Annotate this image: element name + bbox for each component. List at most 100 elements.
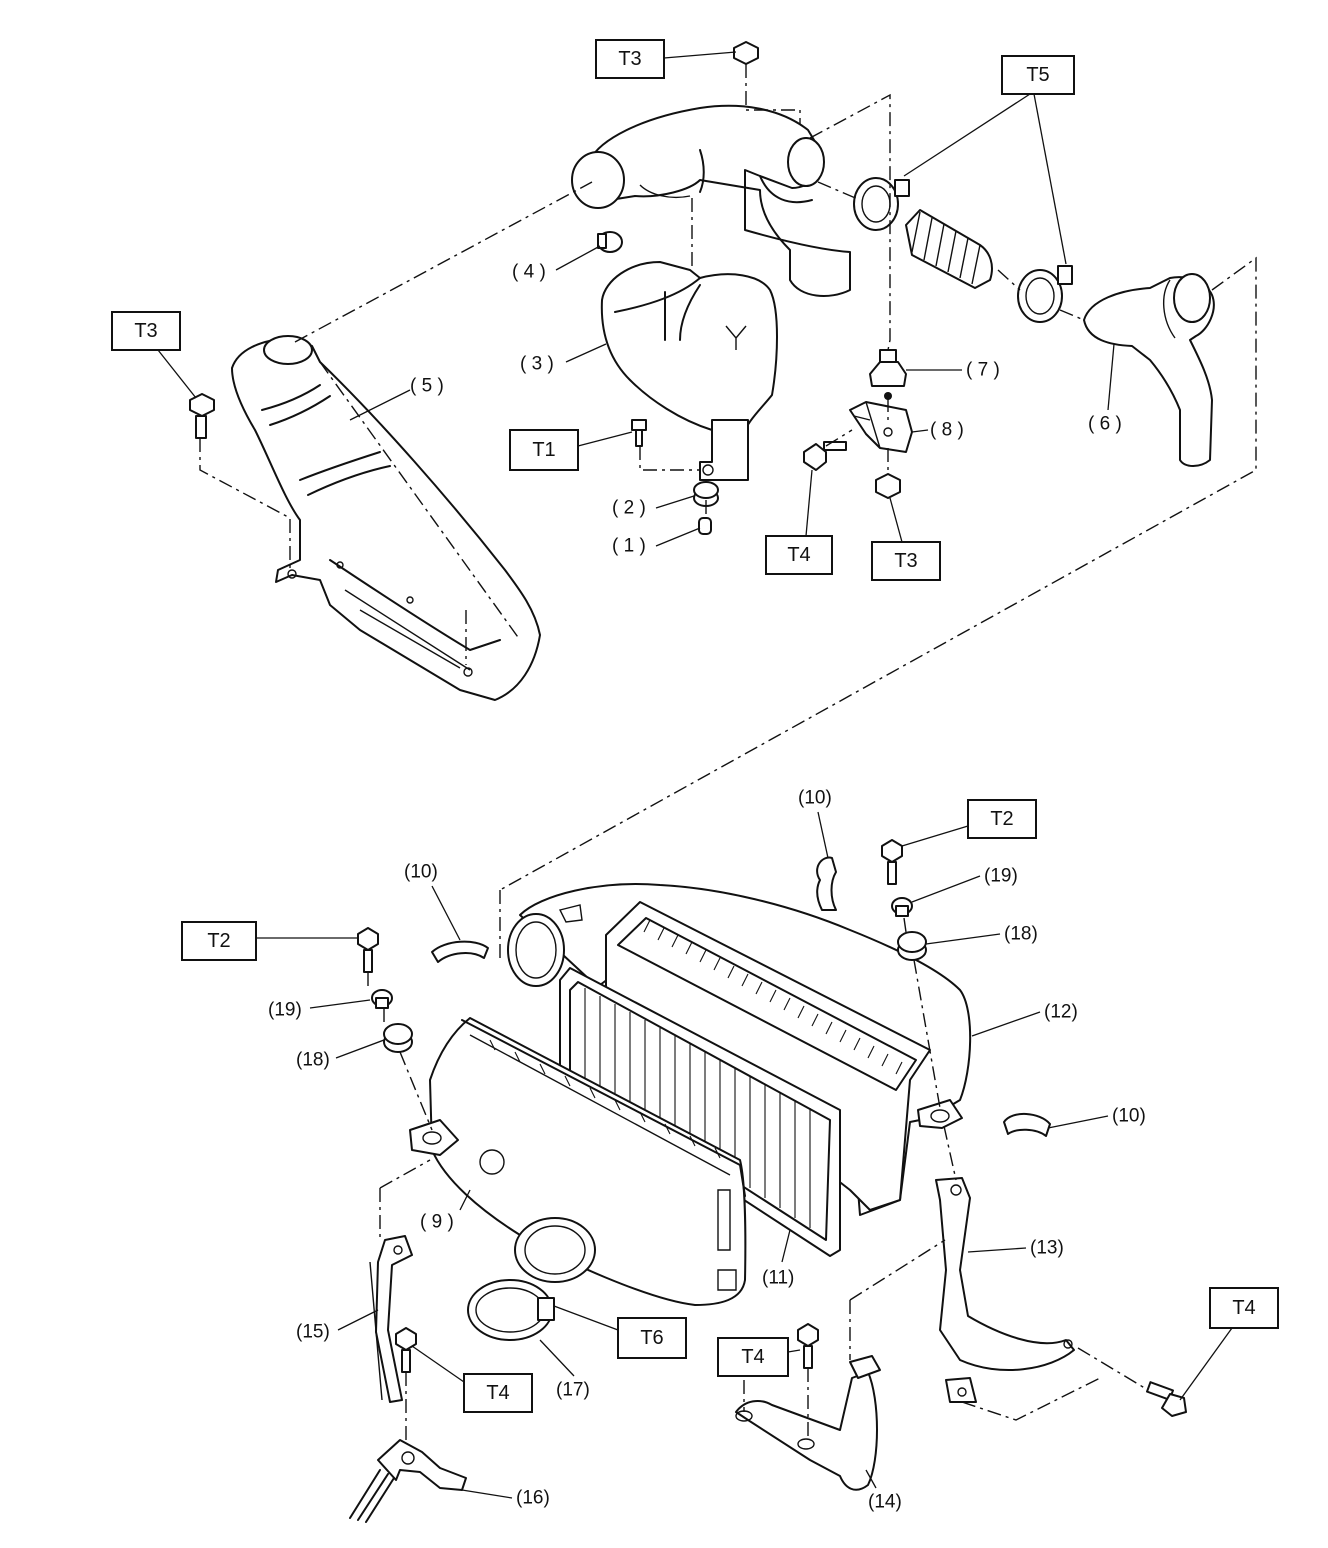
torque-t2-left: T2 xyxy=(181,921,257,961)
grommet-18-left xyxy=(383,1023,413,1053)
callout-5: ( 5 ) xyxy=(349,376,444,421)
svg-text:(11): (11) xyxy=(762,1268,794,1289)
svg-text:( 8 ): ( 8 ) xyxy=(930,420,964,441)
svg-text:(15): (15) xyxy=(296,1322,330,1343)
bolt-t4-mid xyxy=(803,441,847,471)
bracket-16 xyxy=(349,1439,467,1523)
air-cleaner-lower-case xyxy=(409,1017,747,1306)
svg-text:(10): (10) xyxy=(798,788,832,809)
svg-text:T4: T4 xyxy=(741,1346,764,1368)
resonator-chamber xyxy=(600,261,778,481)
svg-text:( 9 ): ( 9 ) xyxy=(420,1212,454,1233)
callout-8: ( 8 ) xyxy=(911,420,964,441)
callout-10a: (10) xyxy=(798,788,832,859)
nut-t3-top xyxy=(733,41,759,65)
svg-text:(18): (18) xyxy=(1004,924,1038,945)
air-duct-6 xyxy=(1083,273,1215,467)
svg-text:T4: T4 xyxy=(1232,1297,1255,1319)
callout-10c: (10) xyxy=(1047,1106,1146,1129)
svg-text:(10): (10) xyxy=(1112,1106,1146,1127)
svg-text:( 3 ): ( 3 ) xyxy=(520,354,554,375)
svg-text:T4: T4 xyxy=(787,544,810,566)
svg-text:(10): (10) xyxy=(404,862,438,883)
torque-t3-mid: T3 xyxy=(871,541,941,581)
svg-text:T5: T5 xyxy=(1026,64,1049,86)
hose-clamp-lower xyxy=(1017,265,1073,323)
svg-text:T2: T2 xyxy=(990,808,1013,830)
washer-19-right xyxy=(891,897,913,917)
callout-17: (17) xyxy=(539,1339,590,1401)
top-dashed-leaders xyxy=(199,64,1257,960)
clip-10-right xyxy=(1003,1113,1051,1137)
nut-t3-mid xyxy=(875,473,901,499)
callout-18a: (18) xyxy=(296,1039,385,1071)
svg-text:T2: T2 xyxy=(207,930,230,952)
torque-t2-right: T2 xyxy=(967,799,1037,839)
bottom-dashed-leaders xyxy=(367,917,1149,1440)
callout-19b: (19) xyxy=(911,866,1018,903)
filter-element-11 xyxy=(559,967,841,1257)
svg-text:T1: T1 xyxy=(532,439,555,461)
callout-11: (11) xyxy=(762,1229,794,1289)
grommet-2 xyxy=(693,481,719,507)
torque-t3-left: T3 xyxy=(111,311,181,351)
bracket-15 xyxy=(369,1235,413,1403)
torque-t4-bc: T4 xyxy=(717,1337,789,1377)
svg-text:(19): (19) xyxy=(268,1000,302,1021)
bolt-t4-bl xyxy=(395,1327,417,1373)
bolt-t4-bc xyxy=(797,1323,819,1369)
hose-clamp-17 xyxy=(467,1279,555,1341)
bolt-t2-right xyxy=(881,839,903,885)
svg-text:(14): (14) xyxy=(868,1492,902,1513)
torque-t4-mid: T4 xyxy=(765,535,833,575)
bolt-t3-left xyxy=(189,393,215,439)
callout-19a: (19) xyxy=(268,999,371,1021)
torque-t4-bl: T4 xyxy=(463,1373,533,1413)
svg-text:( 6 ): ( 6 ) xyxy=(1088,414,1122,435)
svg-text:(16): (16) xyxy=(516,1488,550,1509)
filter-element-rear xyxy=(605,901,931,1211)
sensor-7 xyxy=(869,349,907,400)
bracket-8 xyxy=(849,401,913,453)
svg-text:(18): (18) xyxy=(296,1050,330,1071)
torque-t1: T1 xyxy=(509,429,579,471)
bracket-14 xyxy=(735,1355,881,1491)
svg-text:T3: T3 xyxy=(618,48,641,70)
svg-text:( 1 ): ( 1 ) xyxy=(612,536,646,557)
svg-text:T6: T6 xyxy=(640,1327,663,1349)
callout-10b: (10) xyxy=(404,862,461,941)
air-intake-duct-5 xyxy=(231,335,541,701)
bracket-13 xyxy=(935,1177,1075,1403)
svg-text:( 2 ): ( 2 ) xyxy=(612,498,646,519)
callout-16: (16) xyxy=(461,1488,550,1509)
callout-18b: (18) xyxy=(925,924,1038,945)
svg-text:T3: T3 xyxy=(894,550,917,572)
callout-6: ( 6 ) xyxy=(1088,343,1122,435)
svg-text:(13): (13) xyxy=(1030,1238,1064,1259)
callout-15: (15) xyxy=(296,1309,379,1343)
torque-t3-top: T3 xyxy=(595,39,665,79)
svg-text:( 4 ): ( 4 ) xyxy=(512,262,546,283)
torque-t6: T6 xyxy=(617,1317,687,1359)
svg-text:(17): (17) xyxy=(556,1380,590,1401)
clip-10-top xyxy=(816,856,837,911)
clip-10-left xyxy=(431,940,489,963)
collar-1 xyxy=(698,517,712,535)
grommet-4 xyxy=(597,231,623,253)
callout-1: ( 1 ) xyxy=(612,527,701,557)
washer-19-left xyxy=(371,989,393,1009)
callout-4: ( 4 ) xyxy=(512,245,601,283)
svg-text:( 5 ): ( 5 ) xyxy=(410,376,444,397)
svg-text:( 7 ): ( 7 ) xyxy=(966,360,1000,381)
callout-14: (14) xyxy=(865,1469,902,1513)
intake-duct-upper xyxy=(571,104,851,297)
corrugated-hose xyxy=(905,209,993,289)
svg-text:(12): (12) xyxy=(1044,1002,1078,1023)
callout-9: ( 9 ) xyxy=(420,1189,471,1233)
grommet-18-right xyxy=(897,931,927,961)
callout-13: (13) xyxy=(967,1238,1064,1259)
torque-t4-br: T4 xyxy=(1209,1287,1279,1329)
callout-12: (12) xyxy=(971,1002,1078,1037)
bolt-t1 xyxy=(631,419,647,447)
